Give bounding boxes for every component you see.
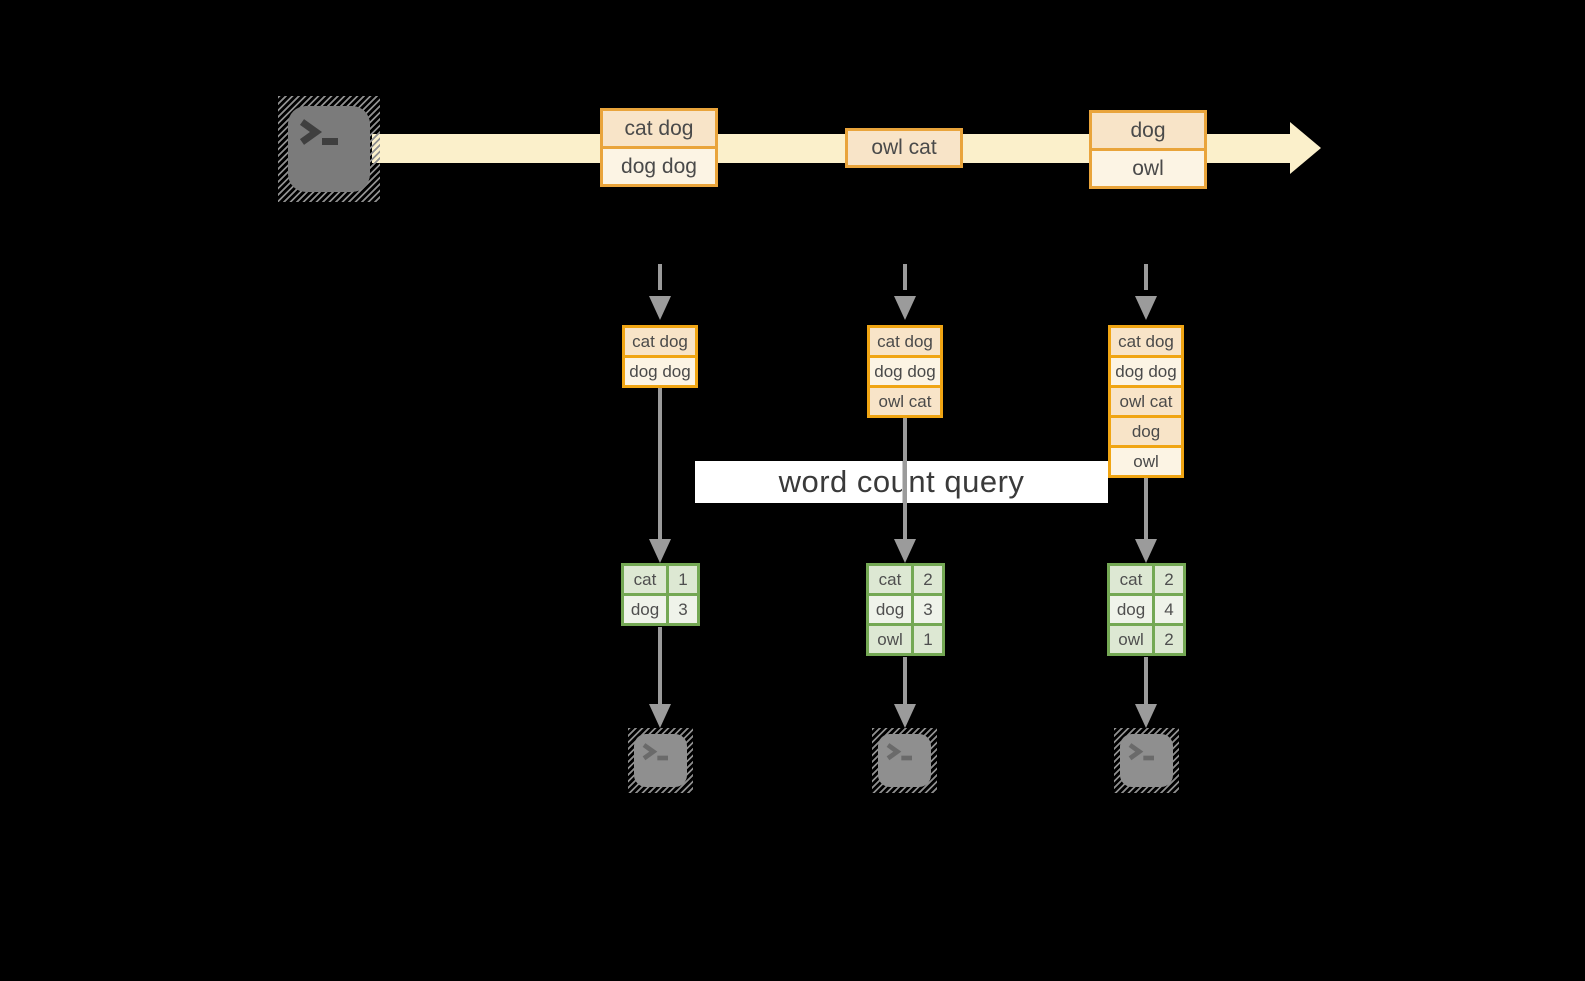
sink-terminal-icon — [872, 728, 937, 793]
state-cell: dog dog — [870, 358, 940, 385]
event-cell: dog dog — [603, 149, 715, 184]
state-cell: cat dog — [625, 328, 695, 355]
state-buffer-1: cat dog dog dog — [622, 325, 698, 388]
state-cell: dog — [1111, 418, 1181, 445]
state-buffer-3: cat dog dog dog owl cat dog owl — [1108, 325, 1184, 478]
state-buffer-2: cat dog dog dog owl cat — [867, 325, 943, 418]
stream-event-box-3: dog owl — [1089, 110, 1207, 189]
output-arrow-icon — [894, 657, 916, 728]
count-value-cell: 2 — [1155, 626, 1183, 653]
count-value-cell: 2 — [1155, 566, 1183, 593]
state-cell: owl — [1111, 448, 1181, 475]
terminal-body — [288, 106, 370, 192]
prompt-glyph-icon — [886, 743, 912, 761]
count-value-cell: 3 — [669, 596, 697, 623]
prompt-glyph-icon — [299, 119, 338, 145]
count-word-cell: cat — [624, 566, 666, 593]
query-label-text: word count query — [778, 464, 1025, 499]
state-cell: dog dog — [1111, 358, 1181, 385]
count-word-cell: dog — [869, 596, 911, 623]
query-flow-arrow-icon — [649, 388, 671, 563]
count-table-3: cat 2 dog 4 owl 2 — [1107, 563, 1186, 656]
source-terminal-icon — [278, 96, 380, 202]
count-value-cell: 1 — [669, 566, 697, 593]
terminal-body — [1120, 734, 1173, 787]
ingest-arrow-icon — [1135, 264, 1157, 322]
sink-terminal-icon — [1114, 728, 1179, 793]
count-table-2: cat 2 dog 3 owl 1 — [866, 563, 945, 656]
state-cell: owl cat — [1111, 388, 1181, 415]
count-value-cell: 2 — [914, 566, 942, 593]
count-table-1: cat 1 dog 3 — [621, 563, 700, 626]
output-arrow-icon — [649, 627, 671, 728]
count-word-cell: cat — [869, 566, 911, 593]
state-cell: owl cat — [870, 388, 940, 415]
prompt-glyph-icon — [1128, 743, 1154, 761]
output-arrow-icon — [1135, 657, 1157, 728]
prompt-glyph-icon — [642, 743, 668, 761]
terminal-body — [878, 734, 931, 787]
state-cell: dog dog — [625, 358, 695, 385]
event-cell: dog — [1092, 113, 1204, 148]
stream-timeline-arrowhead-icon — [1290, 122, 1321, 174]
count-word-cell: cat — [1110, 566, 1152, 593]
word-count-query-label: word count query — [695, 461, 1108, 503]
count-word-cell: owl — [1110, 626, 1152, 653]
query-flow-arrow-icon — [894, 418, 916, 563]
event-cell: owl — [1092, 151, 1204, 186]
sink-terminal-icon — [628, 728, 693, 793]
ingest-arrow-icon — [894, 264, 916, 322]
query-flow-arrow-icon — [1135, 478, 1157, 563]
stream-event-box-1: cat dog dog dog — [600, 108, 718, 187]
count-value-cell: 1 — [914, 626, 942, 653]
count-word-cell: dog — [624, 596, 666, 623]
count-word-cell: owl — [869, 626, 911, 653]
ingest-arrow-icon — [649, 264, 671, 322]
state-cell: cat dog — [1111, 328, 1181, 355]
count-word-cell: dog — [1110, 596, 1152, 623]
terminal-body — [634, 734, 687, 787]
state-cell: cat dog — [870, 328, 940, 355]
stream-event-box-2: owl cat — [845, 128, 963, 168]
count-value-cell: 4 — [1155, 596, 1183, 623]
event-cell: owl cat — [848, 131, 960, 165]
event-cell: cat dog — [603, 111, 715, 146]
count-value-cell: 3 — [914, 596, 942, 623]
